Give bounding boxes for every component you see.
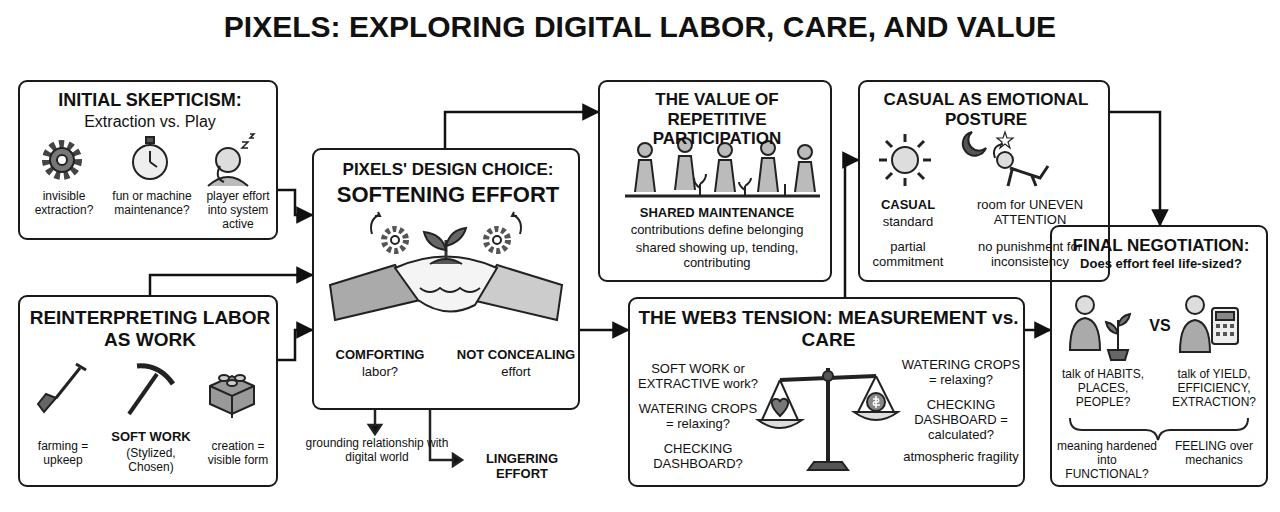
flow-arrow [150, 275, 312, 295]
box-text: shared showing up, tending, contributing [606, 241, 828, 271]
box-text: CHECKING DASHBOARD = calculated? [900, 398, 1022, 443]
box-heading: CASUAL AS EMOTIONAL POSTURE [868, 90, 1104, 129]
box-text: creation = visible form [198, 440, 278, 468]
box-text: atmospheric fragility [900, 450, 1022, 465]
box-text: standard [864, 215, 952, 230]
box-text: SOFT WORK [104, 430, 198, 445]
box-text: VS [1142, 317, 1178, 335]
concept-box: FINAL NEGOTIATION:Does effort feel life-… [1050, 225, 1268, 487]
brace [1070, 418, 1248, 440]
handshake-icon [330, 212, 562, 320]
box-text: Does effort feel life-sized? [1058, 257, 1264, 272]
box-text: SOFT WORK or EXTRACTIVE work? [636, 362, 760, 392]
box-text: effort [454, 365, 578, 380]
concept-box: THE WEB3 TENSION: MEASUREMENT vs. CARE SO… [628, 297, 1025, 487]
box-text: talk of YIELD, EFFICIENCY, EXTRACTION? [1162, 368, 1266, 409]
box-text: fun or machine maintenance? [106, 190, 198, 218]
moon-relaxing-icon [963, 132, 1048, 186]
flow-arrow [278, 190, 312, 215]
box-text: CASUAL [864, 198, 952, 213]
sun-icon [879, 134, 931, 186]
concept-box: CASUAL AS EMOTIONAL POSTURE CASUAL standar… [858, 80, 1110, 282]
concept-box: REINTERPRETING LABOR AS WORK farming = up… [18, 295, 278, 487]
stopwatch-icon [133, 137, 167, 179]
box-heading: THE WEB3 TENSION: MEASUREMENT vs. CARE [638, 307, 1019, 351]
balance-scale-icon [758, 368, 898, 470]
box-text: SHARED MAINTENANCE [606, 206, 828, 221]
box-text: COMFORTING [320, 348, 440, 363]
box-text: talk of HABITS, PLACES, PEOPLE? [1055, 368, 1151, 409]
box-text: SOFTENING EFFORT [320, 182, 576, 207]
flow-arrow [845, 160, 858, 297]
box-text: partial commitment [864, 240, 952, 270]
flow-arrow [278, 330, 312, 360]
box-text: WATERING CROPS = relaxing? [636, 402, 760, 432]
box-text: (Stylized, Chosen) [104, 447, 198, 475]
brick-icon [210, 375, 254, 418]
box-text: WATERING CROPS = relaxing? [900, 358, 1022, 388]
gear-icon [46, 144, 78, 176]
box-text: meaning hardened into FUNCTIONAL? [1055, 440, 1159, 481]
box-text: contributions define belonging [606, 223, 828, 238]
flow-arrow [445, 112, 598, 148]
box-text: player effort into system active [198, 190, 278, 231]
box-heading: THE VALUE OF REPETITIVE PARTICIPATION [606, 90, 828, 149]
box-text: FEELING over mechanics [1162, 440, 1266, 468]
box-heading: REINTERPRETING LABOR AS WORK [26, 307, 274, 351]
note-label: LINGERING EFFORT [466, 452, 578, 482]
box-heading: FINAL NEGOTIATION: [1058, 236, 1264, 256]
pickaxe-icon [129, 366, 173, 414]
diagram-title: PIXELS: EXPLORING DIGITAL LABOR, CARE, A… [0, 10, 1280, 44]
concept-box: THE VALUE OF REPETITIVE PARTICIPATION SHA… [598, 80, 832, 282]
person-calculator-icon [1180, 296, 1238, 352]
concept-box: PIXELS' DESIGN CHOICE:SOFTENING EFFORT CO… [312, 148, 580, 410]
flow-arrow [580, 329, 628, 332]
box-text: room for UNEVEN ATTENTION [954, 198, 1106, 228]
note-label: grounding relationship with digital worl… [292, 437, 462, 465]
box-text: Extraction vs. Play [26, 113, 274, 131]
box-text: farming = upkeep [22, 440, 104, 468]
flow-arrow [1110, 112, 1160, 225]
box-heading: INITIAL SKEPTICISM: [26, 90, 274, 111]
concept-box: INITIAL SKEPTICISM: Extraction vs. Play in… [18, 80, 278, 240]
box-text: CHECKING DASHBOARD? [636, 442, 760, 472]
person-plant-icon [1070, 296, 1130, 360]
box-heading: PIXELS' DESIGN CHOICE: [320, 160, 576, 180]
box-text: invisible extraction? [22, 190, 106, 218]
shovel-icon [38, 364, 86, 412]
box-text: NOT CONCEALING [454, 348, 578, 363]
box-text: labor? [320, 365, 440, 380]
flow-arrow [1025, 329, 1050, 332]
tired-person-icon [208, 134, 254, 186]
